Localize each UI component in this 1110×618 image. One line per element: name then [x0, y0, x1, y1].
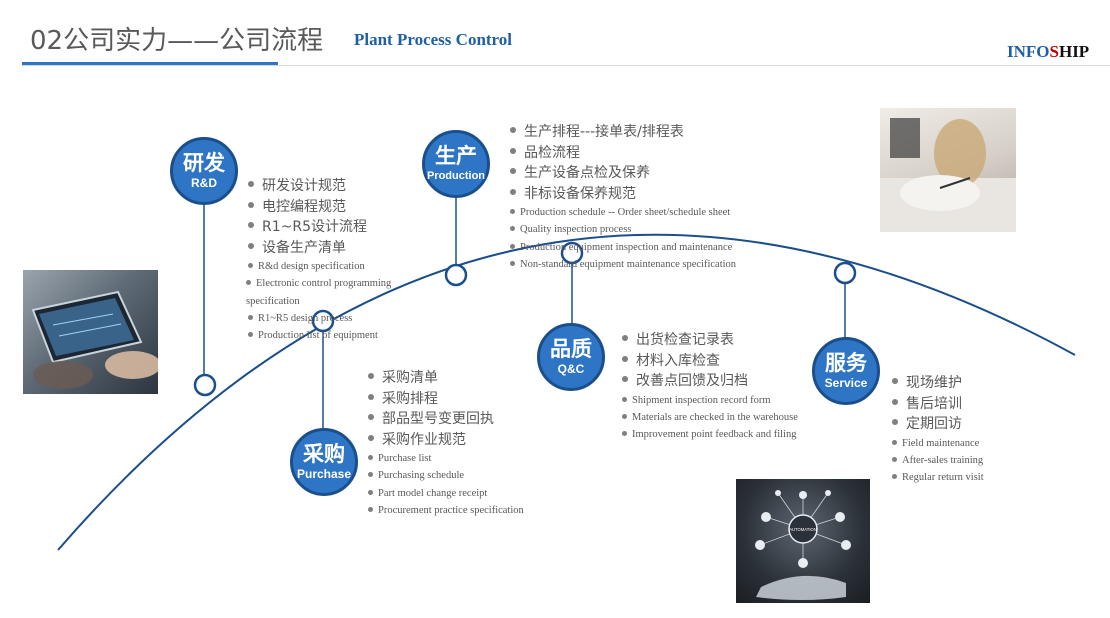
- list-item: 电控编程规范: [248, 197, 428, 218]
- node-production: [444, 263, 468, 287]
- list-item: Shipment inspection record form: [622, 392, 852, 409]
- list-item: 售后培训: [892, 394, 1042, 415]
- purchase-item-list: 采购清单 采购排程 部品型号变更回执 采购作业规范 Purchase list …: [368, 368, 588, 519]
- list-item: Purchasing schedule: [368, 467, 588, 484]
- list-item: 部品型号变更回执: [368, 409, 588, 430]
- timeline-arc: [57, 233, 1076, 551]
- node-rd: [193, 373, 217, 397]
- rd-item-list: 研发设计规范 电控编程规范 R1~R5设计流程 设备生产清单 R&d desig…: [246, 176, 428, 344]
- list-item: Materials are checked in the warehouse: [622, 409, 852, 426]
- node-purchase: [311, 309, 335, 333]
- list-item: 现场维护: [892, 373, 1042, 394]
- list-item: 采购清单: [368, 368, 588, 389]
- stage-qc-circle: 品质 Q&C: [537, 323, 605, 391]
- service-item-list: 现场维护 售后培训 定期回访 Field maintenance After-s…: [892, 373, 1042, 486]
- page-subtitle: Plant Process Control: [354, 30, 513, 49]
- list-item: Production equipment inspection and main…: [510, 239, 810, 256]
- list-item: 生产排程---接单表/排程表: [510, 122, 810, 143]
- list-item: Part model change receipt: [368, 485, 588, 502]
- stage-purchase-en: Purchase: [296, 467, 352, 481]
- stage-service-en: Service: [824, 376, 868, 390]
- list-item: 研发设计规范: [248, 176, 428, 197]
- node-service: [833, 261, 857, 285]
- stage-production-en: Production: [426, 170, 486, 182]
- list-item: After-sales training: [892, 452, 1042, 469]
- stage-qc-zh: 品质: [550, 337, 592, 361]
- stage-service-zh: 服务: [825, 351, 867, 375]
- woman-writing-photo: [880, 108, 1016, 232]
- stage-rd-zh: 研发: [183, 151, 225, 175]
- list-item: 品检流程: [510, 143, 810, 164]
- list-item: Regular return visit: [892, 469, 1042, 486]
- stage-production-zh: 生产: [435, 144, 477, 168]
- list-item: 改善点回馈及归档: [622, 371, 852, 392]
- list-item: Improvement point feedback and filing: [622, 426, 852, 443]
- list-item: 采购排程: [368, 389, 588, 410]
- tablet-icon: [31, 290, 158, 389]
- automation-network-photo: AUTOMATION: [736, 479, 870, 603]
- list-item: Purchase list: [368, 450, 588, 467]
- automation-label: AUTOMATION: [789, 527, 817, 532]
- qc-item-list: 出货检查记录表 材料入库检查 改善点回馈及归档 Shipment inspect…: [622, 330, 852, 443]
- stage-rd-en: R&D: [191, 176, 217, 190]
- stage-qc-en: Q&C: [557, 362, 585, 376]
- list-item: Non-standard equipment maintenance speci…: [510, 256, 810, 273]
- list-item: 出货检查记录表: [622, 330, 852, 351]
- list-item: R1~R5设计流程: [248, 217, 428, 238]
- list-item: 采购作业规范: [368, 430, 588, 451]
- stage-purchase-circle: 采购 Purchase: [290, 428, 358, 496]
- production-item-list: 生产排程---接单表/排程表 品检流程 生产设备点检及保养 非标设备保养规范 P…: [510, 122, 810, 273]
- writing-icon: [880, 118, 1016, 232]
- stage-rd-circle: 研发 R&D: [170, 137, 238, 205]
- list-item: Electronic control programming specifica…: [246, 278, 392, 307]
- list-item: 材料入库检查: [622, 351, 852, 372]
- stage-production-circle: 生产 Production: [422, 130, 490, 198]
- page-title: 02公司实力——公司流程: [30, 26, 324, 56]
- list-item: 定期回访: [892, 414, 1042, 435]
- list-item: Quality inspection process: [510, 221, 810, 238]
- list-item: Production schedule -- Order sheet/sched…: [510, 204, 810, 221]
- list-item: Production list of equipment: [248, 327, 428, 344]
- stage-service-circle: 服务 Service: [812, 337, 880, 405]
- title-divider: [22, 65, 1110, 66]
- list-item: Procurement practice specification: [368, 502, 588, 519]
- list-item: R&d design specification: [248, 258, 428, 275]
- list-item: R1~R5 design process: [248, 310, 428, 327]
- list-item: 生产设备点检及保养: [510, 163, 810, 184]
- node-qc: [560, 241, 584, 265]
- list-item: Field maintenance: [892, 435, 1042, 452]
- stage-purchase-zh: 采购: [303, 442, 345, 466]
- list-item: 设备生产清单: [248, 238, 428, 259]
- brand-logo: INFOSHIP: [1007, 42, 1090, 61]
- title-accent-bar: [22, 62, 278, 66]
- tablet-hands-photo: [23, 270, 158, 394]
- network-icon: AUTOMATION: [755, 490, 851, 600]
- list-item: 非标设备保养规范: [510, 184, 810, 205]
